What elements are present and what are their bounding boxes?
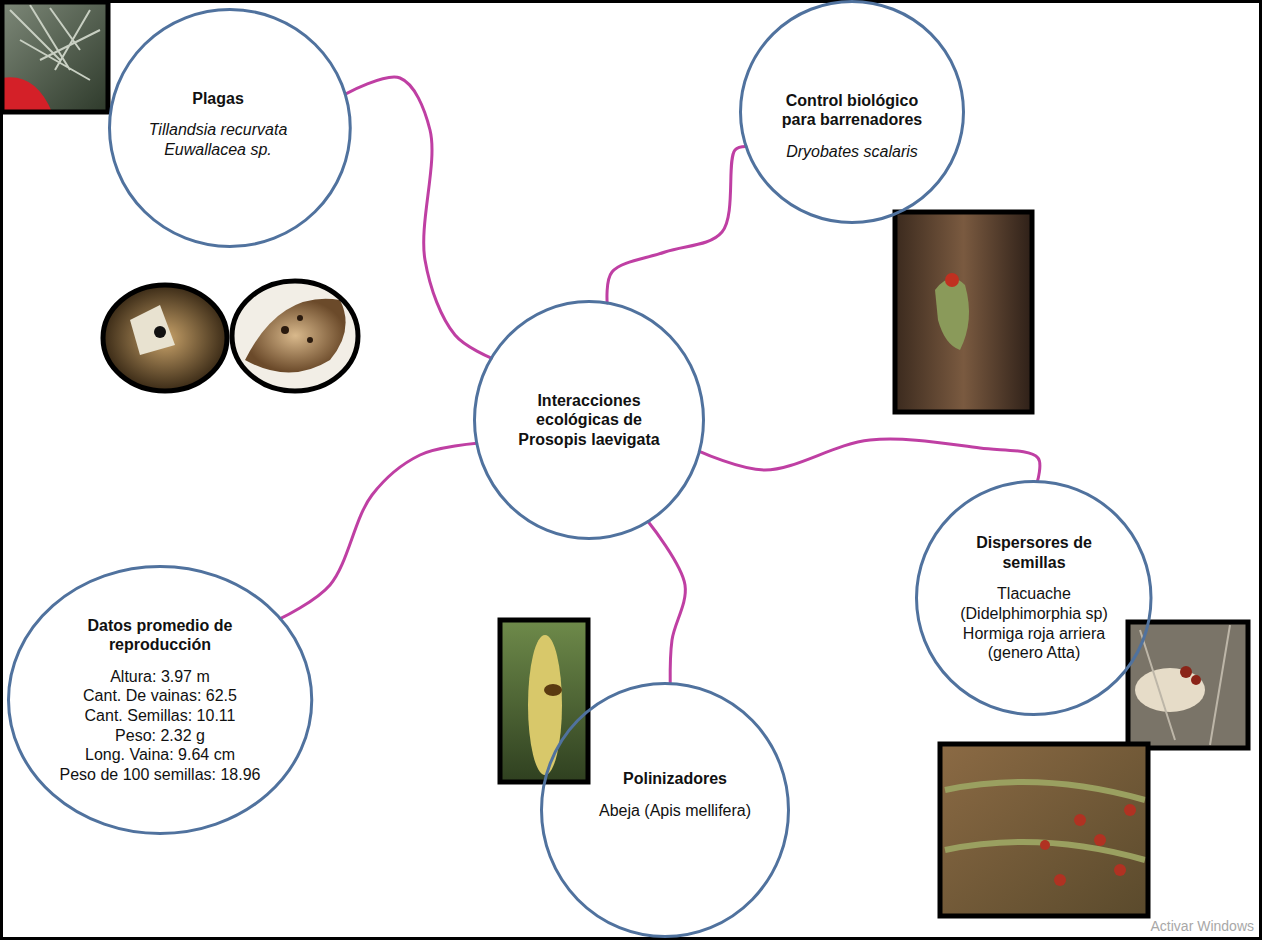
central-circle: Interacciones ecológicas de Prosopis lae…	[473, 300, 705, 540]
node-heading: Interacciones ecológicas de Prosopis lae…	[514, 391, 664, 450]
circle-content: Control biológico para barrenadoresDryob…	[772, 91, 932, 162]
circle-content: Datos promedio de reproducciónAltura: 3.…	[48, 616, 273, 784]
circle-border	[917, 482, 1152, 715]
node-text: Cant. Semillas: 10.11	[48, 706, 273, 726]
disperser-circle: Dispersores de semillasTlacuache (Didelp…	[915, 480, 1153, 716]
node-text: Cant. De vainas: 62.5	[48, 686, 273, 706]
borer-damage-photo	[103, 285, 227, 391]
node-text: Peso: 2.32 g	[48, 726, 273, 746]
node-text: Altura: 3.97 m	[48, 667, 273, 687]
ant-seed-photo	[1128, 622, 1248, 748]
woodpecker-photo	[895, 212, 1032, 412]
circle-border	[110, 10, 351, 247]
borer-holes-photo	[232, 281, 358, 391]
reproduction-circle: Datos promedio de reproducciónAltura: 3.…	[7, 565, 313, 835]
biocontrol-circle: Control biológico para barrenadoresDryob…	[739, 0, 965, 224]
connector	[345, 77, 491, 358]
connector	[648, 522, 685, 684]
circle-content: Dispersores de semillasTlacuache (Didelp…	[949, 533, 1119, 662]
pollinator-circle: PolinizadoresAbeja (Apis mellifera)	[540, 682, 790, 938]
node-text: Peso de 100 semillas: 18.96	[48, 765, 273, 785]
pest-circle: PlagasTillandsia recurvataEuwallacea sp.	[108, 8, 352, 248]
tillandsia-photo	[2, 2, 108, 112]
circle-content: PolinizadoresAbeja (Apis mellifera)	[585, 769, 765, 820]
node-text: Long. Vaina: 9.64 cm	[48, 745, 273, 765]
circle-border	[542, 684, 789, 937]
circle-content: Interacciones ecológicas de Prosopis lae…	[514, 391, 664, 450]
node-heading: Polinizadores	[585, 769, 765, 789]
node-text: Abeja (Apis mellifera)	[585, 801, 765, 821]
node-heading: Control biológico para barrenadores	[772, 91, 932, 130]
circle-border	[741, 2, 964, 223]
circle-content: PlagasTillandsia recurvataEuwallacea sp.	[131, 89, 306, 160]
node-text: Dryobates scalaris	[772, 142, 932, 162]
circle-border	[8, 567, 311, 834]
node-text: Euwallacea sp.	[131, 140, 306, 160]
node-heading: Dispersores de semillas	[949, 533, 1119, 572]
node-text: Tlacuache (Didelphimorphia sp)	[949, 584, 1119, 623]
node-text: Hormiga roja arriera (genero Atta)	[949, 624, 1119, 663]
node-text: Tillandsia recurvata	[131, 120, 306, 140]
bee-flower-photo	[500, 620, 588, 782]
circle-border	[475, 302, 704, 539]
connector	[699, 439, 1039, 482]
ants-bark-photo	[940, 744, 1148, 916]
connector	[280, 443, 476, 618]
connector	[607, 146, 746, 303]
node-heading: Datos promedio de reproducción	[48, 616, 273, 655]
node-heading: Plagas	[131, 89, 306, 109]
watermark: Activar Windows	[1151, 918, 1254, 934]
